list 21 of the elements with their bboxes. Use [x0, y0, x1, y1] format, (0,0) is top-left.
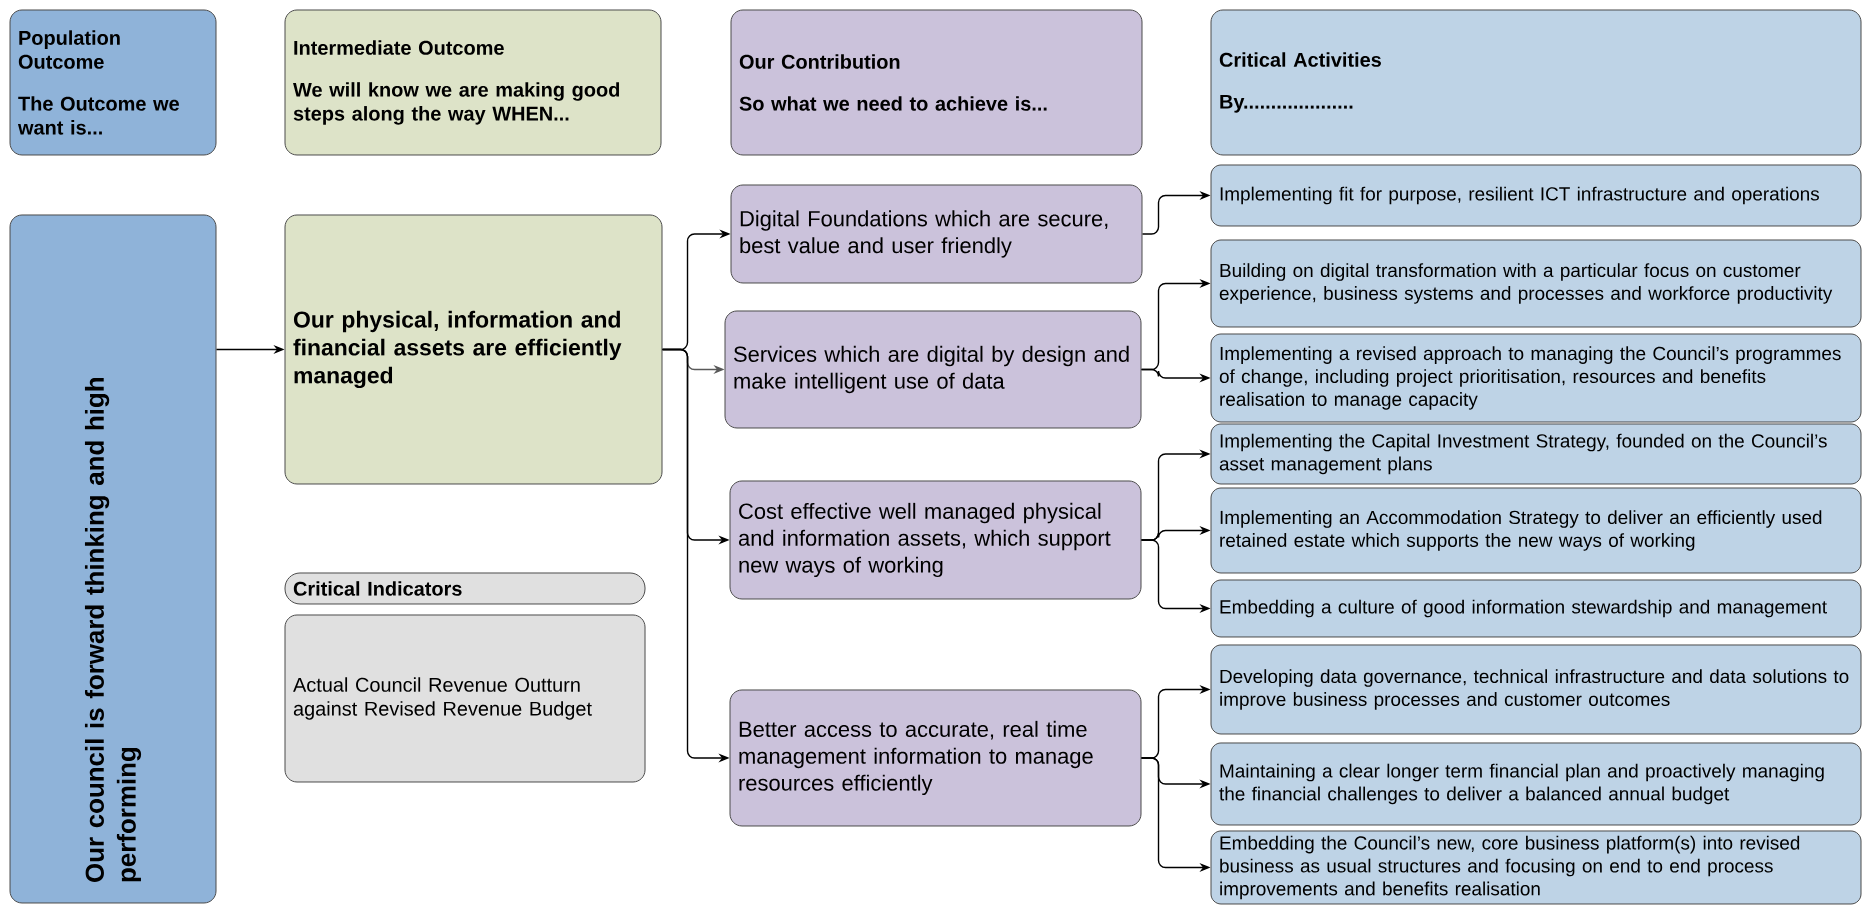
- activity-box: Implementing fit for purpose, resilient ICT infrastructure and operations: [1210, 164, 1862, 227]
- contribution-box: Digital Foundations which are secure, best value and user friendly: [730, 184, 1143, 284]
- header-box: Our Contribution So what we need to achieve is...: [730, 9, 1143, 156]
- contribution-box: Better access to accurate, real time management information to manage resources efficiently: [729, 689, 1142, 827]
- activity-box: Developing data governance, technical infrastructure and data solutions to improve business processes and customer outcomes: [1210, 644, 1862, 735]
- heading-pill: Critical Indicators: [284, 572, 646, 605]
- indicator-box: Actual Council Revenue Outturn against Revised Revenue Budget: [284, 614, 646, 783]
- activity-box: Maintaining a clear longer term financial plan and proactively managing the financial challenges to deliver a balanced annual budget: [1210, 742, 1862, 826]
- outcome-box: Our physical, information and financial assets are efficiently managed: [284, 214, 663, 485]
- outcome-box: Our council is forward thinking and high performing: [9, 214, 217, 904]
- activity-box: Implementing the Capital Investment Strategy, founded on the Council’s asset management plans: [1210, 423, 1862, 485]
- activity-box: Implementing an Accommodation Strategy to deliver an efficiently used retained estate which supports the new ways of working: [1210, 487, 1862, 574]
- contribution-box: Services which are digital by design and make intelligent use of data: [724, 310, 1142, 429]
- contribution-box: Cost effective well managed physical and information assets, which support new ways of working: [729, 480, 1142, 600]
- activity-box: Implementing a revised approach to managing the Council’s programmes of change, including project prioritisation, resources and benefits realisation to manage capacity: [1210, 333, 1862, 423]
- header-box: Critical Activities By....................: [1210, 9, 1862, 156]
- activity-box: Embedding a culture of good information stewardship and management: [1210, 579, 1862, 638]
- header-box: Intermediate Outcome We will know we are making good steps along the way WHEN...: [284, 9, 662, 156]
- header-box: Population Outcome The Outcome we want is...: [9, 9, 217, 156]
- activity-box: Building on digital transformation with a particular focus on customer experience, business systems and processes and workforce productivity: [1210, 239, 1862, 328]
- activity-box: Embedding the Council’s new, core business platform(s) into revised business as usual structures and focusing on end to end process improvements and benefits realisation: [1210, 830, 1862, 905]
